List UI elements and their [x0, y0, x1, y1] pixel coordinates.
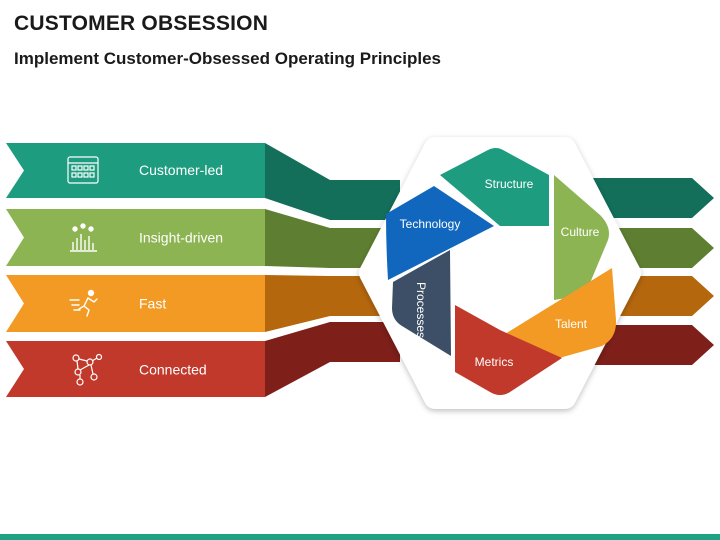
- cycle-segment-talent: Talent: [505, 268, 617, 362]
- output-arrow-customer-led: [577, 178, 714, 218]
- cycle-segment-technology: Technology: [386, 186, 494, 280]
- principle-banner-connected: Connected: [6, 341, 265, 397]
- principle-banner-insight-driven: Insight-driven: [6, 209, 265, 266]
- principle-label-fast: Fast: [139, 296, 166, 312]
- cycle-label-structure: Structure: [485, 177, 534, 191]
- cycle-label-technology: Technology: [400, 217, 461, 231]
- cycle-segment-culture: Culture: [554, 175, 609, 300]
- connector-customer-led: [265, 143, 400, 220]
- running-man-icon: [69, 289, 98, 317]
- cycle-segment-structure: Structure: [440, 148, 549, 226]
- connector-connected: [265, 322, 400, 397]
- principle-label-insight-driven: Insight-driven: [139, 230, 223, 246]
- principle-banner-fast: Fast: [6, 275, 265, 332]
- principle-label-customer-led: Customer-led: [139, 162, 223, 178]
- bar-chart-icon: [70, 223, 97, 252]
- cycle-label-processes: Processes: [414, 282, 428, 338]
- calendar-grid-icon: [67, 156, 99, 184]
- page-subtitle: Implement Customer-Obsessed Operating Pr…: [14, 49, 442, 68]
- cycle-label-metrics: Metrics: [475, 355, 514, 369]
- cycle-label-talent: Talent: [555, 317, 588, 331]
- cycle-segment-processes: Processes: [392, 250, 451, 356]
- bottom-accent-bar: [0, 534, 720, 540]
- connector-insight-driven: [265, 209, 400, 268]
- principle-label-connected: Connected: [139, 362, 207, 378]
- network-icon: [72, 353, 103, 386]
- page-title: CUSTOMER OBSESSION: [14, 12, 269, 35]
- principle-banner-customer-led: Customer-led: [6, 143, 265, 198]
- cycle-label-culture: Culture: [561, 225, 600, 239]
- cycle-segment-metrics: Metrics: [455, 305, 562, 395]
